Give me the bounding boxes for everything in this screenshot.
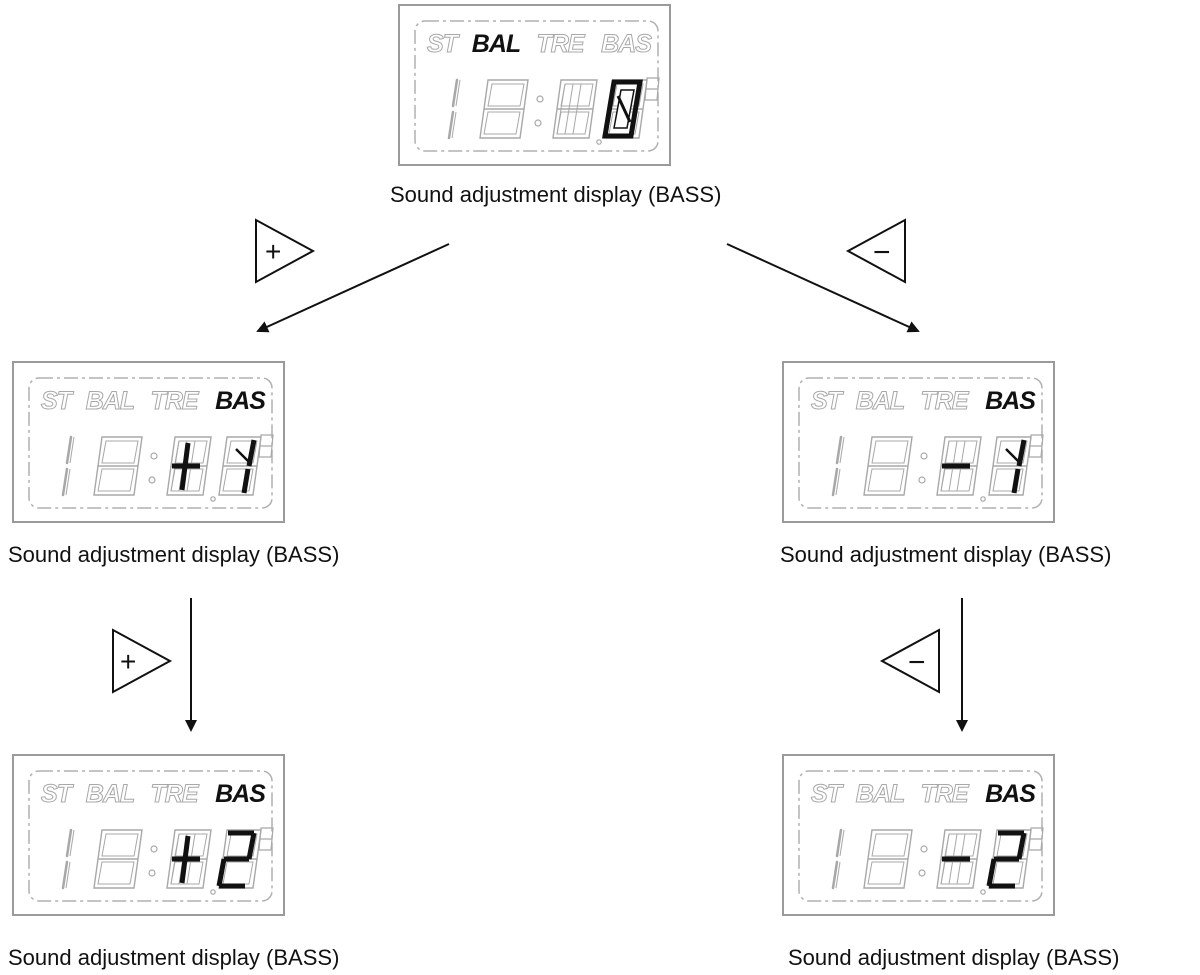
sign-segments [556, 83, 582, 135]
plus-button-icon-lower: + [112, 628, 173, 694]
mode-label-st: ST [41, 387, 75, 415]
mode-label-tre: TRE [537, 30, 586, 58]
decimal-point [596, 139, 602, 145]
colon-top [920, 452, 928, 460]
digit-tens [863, 829, 913, 889]
digit-one [61, 435, 73, 497]
digit-one-outline [835, 436, 845, 496]
value-one-bottom [1011, 468, 1021, 494]
small-digit [1028, 827, 1044, 851]
mode-label-tre: TRE [151, 780, 200, 808]
lcd-screen: ST BAL TRE BAS [798, 377, 1044, 509]
minus-button-icon-lower: − [879, 628, 940, 694]
caption-right-bottom: Sound adjustment display (BASS) [788, 945, 1120, 970]
value-one-bottom [241, 468, 251, 494]
mode-label-st: ST [41, 780, 75, 808]
digit-one-outline [835, 829, 845, 889]
value-one-diag [1005, 448, 1021, 464]
colon-top [920, 845, 928, 853]
mode-label-tre: TRE [151, 387, 200, 415]
mode-label-bas: BAS [985, 780, 1036, 808]
mode-label-st: ST [427, 30, 461, 58]
colon-top [536, 95, 544, 103]
decimal-point [980, 496, 986, 502]
lcd-panel-left-bottom: ST BAL TRE BAS [12, 754, 285, 916]
mode-label-bas: BAS [601, 30, 652, 58]
decimal-point [980, 889, 986, 895]
arrow-top-to-right [726, 243, 920, 333]
value-zero [602, 79, 643, 139]
digit-tens [479, 79, 529, 139]
lcd-panel-left-middle: ST BAL TRE BAS [12, 361, 285, 523]
lcd-panel-top: ST BAL TRE BAS [398, 4, 671, 166]
digit-one-outline [65, 829, 75, 889]
value-diag [616, 95, 632, 123]
lcd-screen: ST BAL TRE BAS [798, 770, 1044, 902]
svg-text:+: + [120, 646, 136, 677]
mode-label-tre: TRE [921, 780, 970, 808]
colon-bottom [918, 476, 926, 484]
lcd-screen: ST BAL TRE BAS [28, 377, 274, 509]
digit-tens [863, 436, 913, 496]
colon-top [150, 452, 158, 460]
digit-value [988, 436, 1032, 496]
digit-one [61, 828, 73, 890]
mode-label-bas: BAS [215, 387, 266, 415]
mode-label-bal: BAL [86, 387, 134, 415]
mode-label-bas: BAS [215, 780, 266, 808]
colon-bottom [534, 119, 542, 127]
digit-tens [93, 436, 143, 496]
caption-left-middle: Sound adjustment display (BASS) [8, 542, 340, 567]
arrow-top-to-left [256, 243, 450, 333]
mode-label-bal: BAL [856, 780, 904, 808]
mode-label-bal: BAL [472, 30, 520, 58]
mode-label-tre: TRE [921, 387, 970, 415]
caption-right-middle: Sound adjustment display (BASS) [780, 542, 1112, 567]
mode-label-st: ST [811, 387, 845, 415]
colon-bottom [148, 869, 156, 877]
mode-label-bal: BAL [856, 387, 904, 415]
minus-button-icon: − [845, 218, 906, 284]
value-two-right [1016, 832, 1027, 860]
svg-text:−: − [873, 236, 891, 269]
mode-label-st: ST [811, 780, 845, 808]
lcd-panel-right-bottom: ST BAL TRE BAS [782, 754, 1055, 916]
value-one-diag [235, 448, 251, 464]
digit-one-outline [65, 436, 75, 496]
small-digit [644, 77, 660, 101]
lcd-screen: ST BAL TRE BAS [414, 20, 660, 152]
value-two-left [216, 858, 227, 887]
svg-text:+: + [265, 236, 281, 267]
digit-sign [552, 79, 598, 139]
value-two-left [986, 858, 997, 887]
mode-label-bas: BAS [985, 387, 1036, 415]
plus-vertical [179, 442, 191, 491]
digit-one [831, 828, 843, 890]
decimal-point [210, 496, 216, 502]
lcd-screen: ST BAL TRE BAS [28, 770, 274, 902]
plus-button-icon: + [255, 218, 316, 284]
svg-text:−: − [908, 646, 926, 679]
caption-top: Sound adjustment display (BASS) [390, 182, 722, 207]
digit-tens [93, 829, 143, 889]
colon-bottom [918, 869, 926, 877]
small-digit [1028, 434, 1044, 458]
colon-top [150, 845, 158, 853]
mode-label-bal: BAL [86, 780, 134, 808]
small-digit [258, 827, 274, 851]
plus-vertical [179, 835, 191, 884]
digit-one-outline [451, 79, 461, 139]
digit-one [831, 435, 843, 497]
caption-left-bottom: Sound adjustment display (BASS) [8, 945, 340, 970]
lcd-panel-right-middle: ST BAL TRE BAS [782, 361, 1055, 523]
decimal-point [210, 889, 216, 895]
colon-bottom [148, 476, 156, 484]
digit-one [447, 78, 459, 140]
small-digit [258, 434, 274, 458]
value-two-right [246, 832, 257, 860]
